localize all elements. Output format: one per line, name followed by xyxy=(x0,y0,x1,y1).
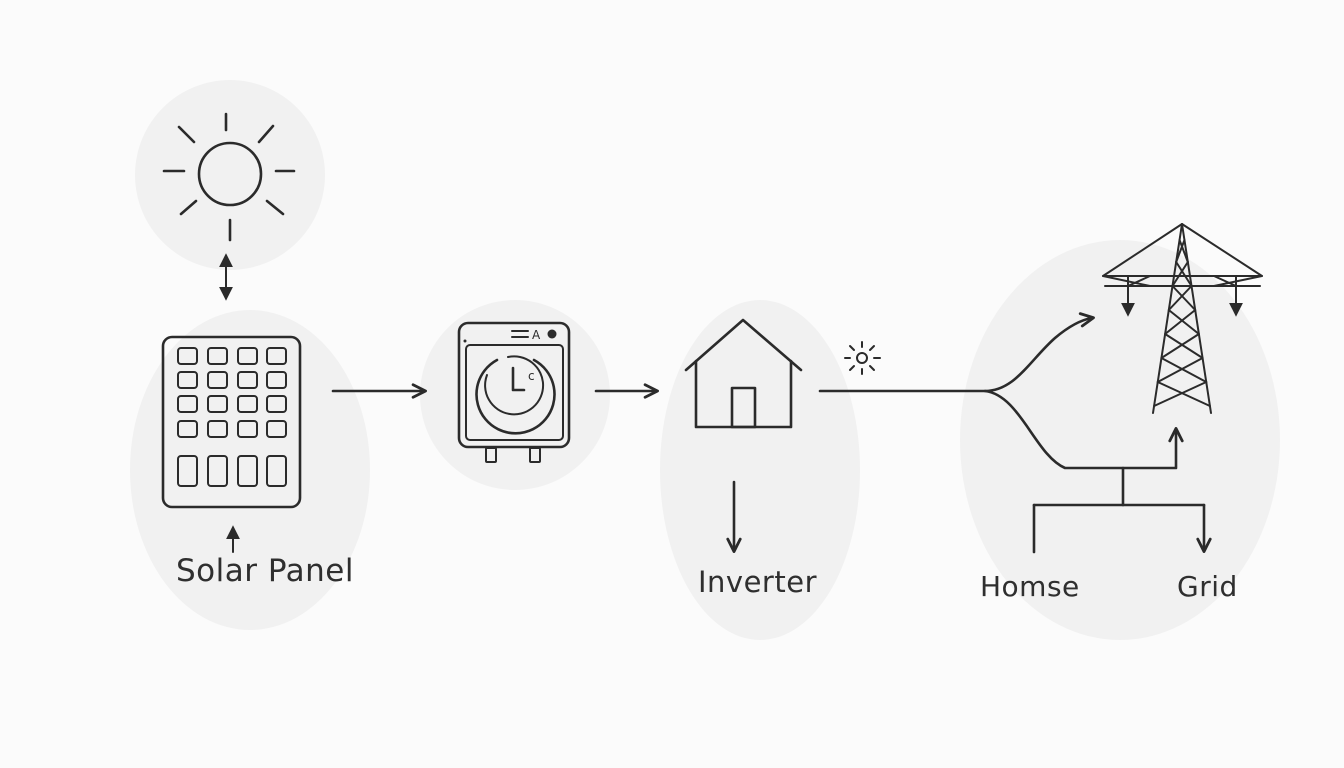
house-icon xyxy=(684,318,803,429)
tower-brace xyxy=(1175,239,1186,263)
tower-brace xyxy=(1171,261,1189,287)
panel-cell xyxy=(177,420,198,438)
panel-cell xyxy=(177,455,198,487)
panel-cell xyxy=(177,371,198,389)
inverter-label: Inverter xyxy=(698,565,817,599)
solar-panel-icon xyxy=(161,335,302,509)
panel-cell xyxy=(207,371,228,389)
tower-brace xyxy=(1164,333,1204,359)
tower-brace xyxy=(1171,285,1197,311)
tower-arm-brace xyxy=(1102,275,1151,287)
grid-label: Grid xyxy=(1177,570,1238,603)
panel-cell xyxy=(177,395,198,413)
tower-brace xyxy=(1175,261,1193,287)
panel-glow xyxy=(130,310,370,630)
panel-cell xyxy=(237,455,258,487)
house-label: Homse xyxy=(980,570,1080,603)
panel-cell xyxy=(207,455,228,487)
sun-icon xyxy=(162,112,296,242)
tower-brace xyxy=(1156,381,1211,407)
tower-brace xyxy=(1167,309,1200,335)
panel-cell xyxy=(207,395,228,413)
panel-cell xyxy=(177,347,198,365)
solar-panel-label: Solar Panel xyxy=(176,553,354,589)
small-sun-icon xyxy=(844,341,881,375)
panel-cell xyxy=(207,420,228,438)
inverter-icon: A c xyxy=(457,321,571,463)
panel-cell xyxy=(207,347,228,365)
tower-brace xyxy=(1153,381,1208,407)
panel-cell xyxy=(266,455,287,487)
tower-brace xyxy=(1178,239,1189,263)
inverter-badge-text: A xyxy=(532,328,541,342)
panel-cell xyxy=(237,420,258,438)
panel-cell xyxy=(266,347,287,365)
tower-arm-brace xyxy=(1213,275,1237,287)
panel-cell xyxy=(237,347,258,365)
tower-arm-brace xyxy=(1127,275,1151,287)
tower-brace xyxy=(1160,333,1200,359)
house-glow xyxy=(660,300,860,640)
panel-cell xyxy=(237,371,258,389)
inverter-glow xyxy=(420,300,610,490)
inverter-dial-text: c xyxy=(528,369,535,383)
transmission-tower-icon xyxy=(1102,223,1263,414)
panel-cell xyxy=(266,420,287,438)
sun-glow xyxy=(135,80,325,270)
tower-brace xyxy=(1167,285,1193,311)
panel-cell xyxy=(266,395,287,413)
inverter-dial xyxy=(475,358,556,435)
panel-cell xyxy=(237,395,258,413)
tower-arm-brace xyxy=(1213,275,1263,287)
tower-brace xyxy=(1164,309,1197,335)
tower-brace xyxy=(1160,357,1208,383)
output-lines xyxy=(818,312,1212,554)
tower-brace xyxy=(1156,357,1204,383)
panel-cell xyxy=(266,371,287,389)
